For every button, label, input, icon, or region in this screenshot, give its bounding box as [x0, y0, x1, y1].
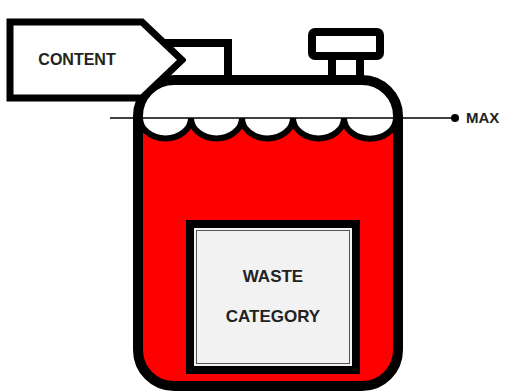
max-line — [110, 117, 455, 119]
tag-shape — [10, 22, 182, 98]
tag-text-area: CONTENT — [12, 18, 142, 102]
liquid-waves — [140, 118, 396, 139]
wave — [191, 118, 242, 138]
max-dot — [451, 114, 459, 122]
content-tag: CONTENT — [6, 18, 186, 102]
category-text: WASTE CATEGORY — [217, 257, 329, 337]
canister-contents — [138, 80, 398, 386]
wave — [242, 118, 293, 138]
tag-text: CONTENT — [38, 51, 115, 69]
wave — [293, 118, 344, 138]
inner-frame — [196, 230, 350, 364]
cap-top — [312, 32, 380, 56]
waste-category-label: WASTE CATEGORY — [186, 220, 360, 374]
canister-body — [138, 80, 398, 386]
wave — [344, 118, 396, 139]
headspace — [138, 80, 398, 118]
liquid — [138, 118, 398, 386]
wave — [140, 118, 191, 138]
level-label: MAX — [466, 109, 499, 126]
